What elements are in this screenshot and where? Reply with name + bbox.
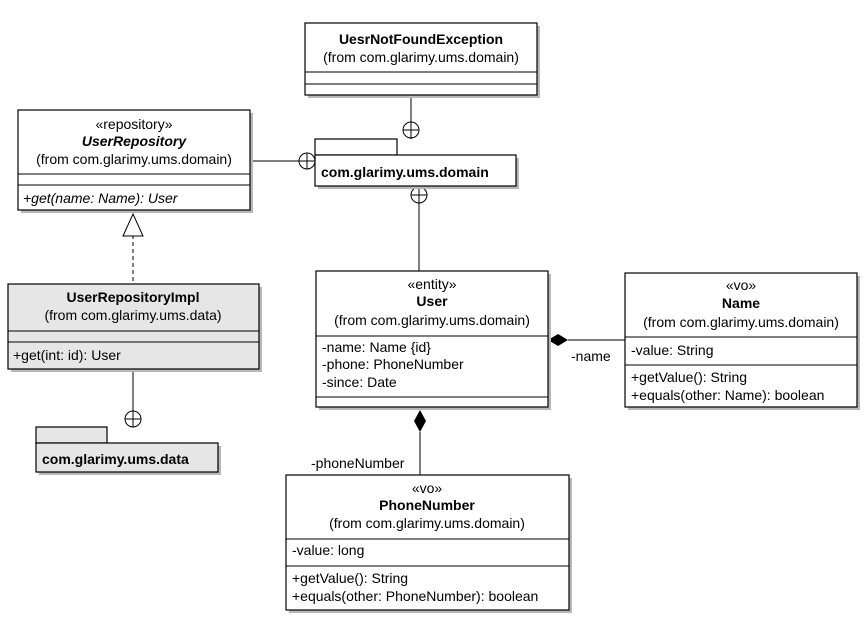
package-name: com.glarimy.ums.domain	[321, 164, 489, 180]
class-package: (from com.glarimy.ums.domain)	[323, 49, 519, 65]
class-attribute: -name: Name {id}	[322, 339, 431, 355]
realization-arrowhead	[122, 212, 144, 237]
package-name: com.glarimy.ums.data	[42, 451, 189, 467]
class-attribute: -value: long	[292, 542, 364, 558]
containment-anchor-icon	[410, 186, 428, 204]
containment-anchor-icon	[124, 410, 142, 428]
class-stereotype: «vo»	[412, 480, 443, 496]
class-name: UesrNotFoundException	[339, 31, 503, 47]
class-stereotype: «vo»	[726, 277, 757, 293]
class-name-vo[interactable]: «vo» Name (from com.glarimy.ums.domain) …	[624, 272, 860, 410]
class-package: (from com.glarimy.ums.domain)	[329, 515, 525, 531]
class-name: PhoneNumber	[379, 497, 475, 513]
class-stereotype: «entity»	[407, 276, 456, 292]
class-user[interactable]: «entity» User (from com.glarimy.ums.doma…	[315, 270, 551, 410]
class-phonenumber[interactable]: «vo» PhoneNumber (from com.glarimy.ums.d…	[285, 474, 572, 613]
class-operation: +get(int: id): User	[13, 347, 121, 363]
containment-anchor-icon	[402, 121, 420, 139]
name-role-label: -name	[571, 348, 611, 364]
class-package: (from com.glarimy.ums.domain)	[36, 151, 232, 167]
containment-anchor-icon	[298, 152, 316, 170]
class-operation: +get(name: Name): User	[23, 190, 179, 206]
class-package: (from com.glarimy.ums.domain)	[334, 312, 530, 328]
package-data[interactable]: com.glarimy.ums.data	[35, 426, 221, 475]
class-package: (from com.glarimy.ums.domain)	[643, 314, 839, 330]
class-name: User	[416, 293, 448, 309]
class-operation: +getValue(): String	[631, 369, 747, 385]
class-operation: +equals(other: PhoneNumber): boolean	[292, 588, 538, 604]
package-domain[interactable]: com.glarimy.ums.domain	[314, 138, 519, 189]
class-name: UserRepository	[82, 133, 187, 149]
name-composition-diamond	[548, 334, 568, 346]
class-uesrnotfoundexception[interactable]: UesrNotFoundException (from com.glarimy.…	[304, 22, 540, 98]
class-stereotype: «repository»	[95, 116, 172, 132]
class-userrepository[interactable]: «repository» UserRepository (from com.gl…	[17, 109, 253, 213]
class-name: Name	[722, 295, 760, 311]
phone-composition-diamond	[414, 410, 426, 432]
class-attribute: -since: Date	[322, 374, 397, 390]
class-userrepositoryimpl[interactable]: UserRepositoryImpl (from com.glarimy.ums…	[7, 283, 262, 372]
phone-role-label: -phoneNumber	[311, 455, 405, 471]
class-operation: +equals(other: Name): boolean	[631, 387, 824, 403]
class-attribute: -value: String	[631, 342, 713, 358]
class-package: (from com.glarimy.ums.data)	[44, 307, 221, 323]
class-name: UserRepositoryImpl	[66, 289, 199, 305]
class-attribute: -phone: PhoneNumber	[322, 356, 464, 372]
class-operation: +getValue(): String	[292, 570, 408, 586]
